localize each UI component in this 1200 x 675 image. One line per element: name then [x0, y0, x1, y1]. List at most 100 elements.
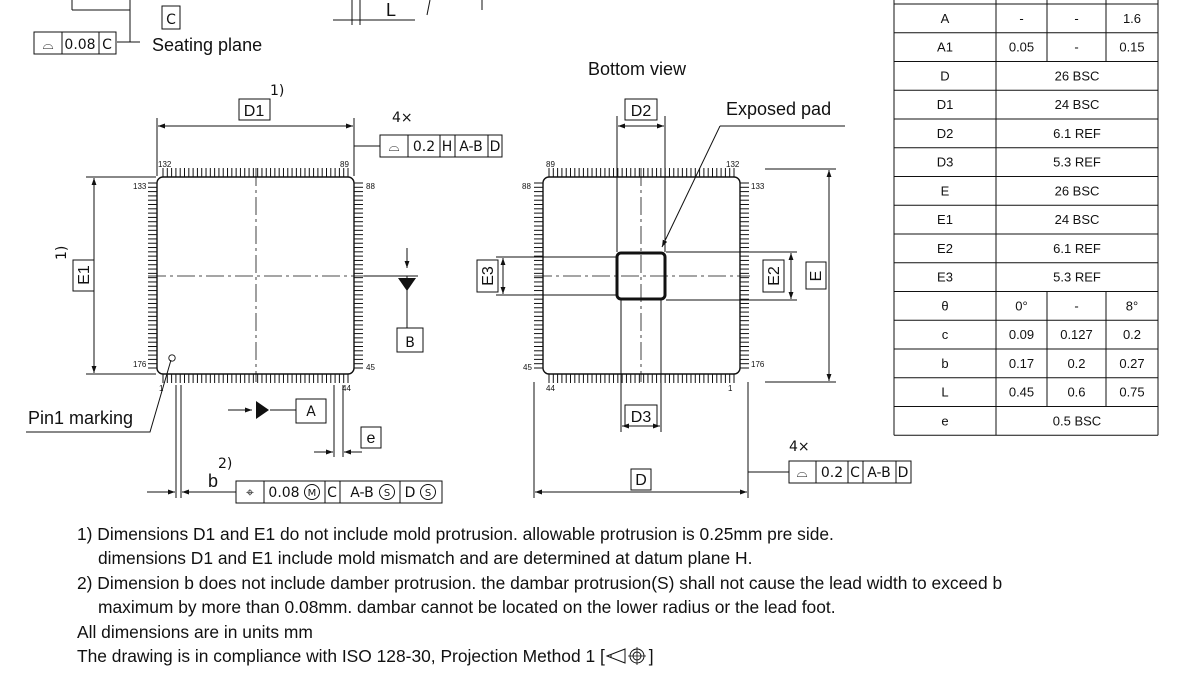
dim-d2-box	[624, 98, 658, 121]
table-cell: A	[941, 11, 950, 26]
bottom-view-title: Bottom view	[588, 59, 687, 79]
dim-e3-box	[476, 259, 499, 293]
bottom-view-body	[542, 176, 741, 375]
dim-e-total-label: E	[808, 271, 825, 282]
fcf-count-bottom: 4×	[789, 439, 810, 455]
dim-e-total-box	[805, 261, 827, 290]
table-cell: 0.17	[1009, 356, 1034, 371]
note-line-text: The drawing is in compliance with ISO 12…	[77, 646, 605, 667]
note-line-text: ]	[648, 646, 654, 667]
table-cell: 0.5 BSC	[1053, 413, 1101, 428]
fcf-surface-bottom	[748, 460, 912, 484]
seating-plane-label: Seating plane	[152, 35, 262, 55]
top-view-body	[156, 176, 355, 375]
table-cell: 24 BSC	[1055, 97, 1100, 112]
dim-e1-label: E1	[76, 265, 93, 285]
fcf-position-datum-mod: S	[425, 488, 431, 499]
side-view-fragment	[71, 0, 483, 43]
table-cell: 5.3 REF	[1053, 155, 1101, 170]
table-cell: θ	[941, 298, 948, 313]
fcf-bottom-datum: C	[850, 465, 860, 481]
note-line: The drawing is in compliance with ISO 12…	[77, 644, 1187, 668]
table-cell: 5.3 REF	[1053, 270, 1101, 285]
table-cell: 26 BSC	[1055, 68, 1100, 83]
dim-d2-label: D2	[631, 103, 652, 120]
table-cell: L	[941, 385, 948, 400]
table-cell: 6.1 REF	[1053, 241, 1101, 256]
pin-label: 1	[728, 384, 733, 393]
datum-a-label: A	[306, 404, 316, 420]
fcf-flatness-datum: C	[102, 37, 112, 53]
fcf-count: 4×	[392, 110, 413, 126]
table-cell: 1.6	[1123, 11, 1141, 26]
fcf-bottom-tol: 0.2	[821, 465, 843, 481]
table-cell: 0.2	[1067, 356, 1085, 371]
table-cell: e	[941, 413, 948, 428]
pin-label: 132	[726, 160, 740, 169]
table-cell: 0.75	[1119, 385, 1144, 400]
table-cell: 0.6	[1067, 385, 1085, 400]
fcf-position-b	[235, 480, 443, 504]
table-cell: 24 BSC	[1055, 212, 1100, 227]
table-cell: 0.27	[1119, 356, 1144, 371]
table-cell: E3	[937, 270, 953, 285]
exposed-pad-label: Exposed pad	[726, 99, 831, 119]
dim-d1-box	[238, 98, 271, 121]
pin-label: 89	[340, 160, 349, 169]
footnote-2-marker: 2)	[218, 456, 232, 472]
dim-d-box	[630, 468, 652, 491]
bottom-view	[534, 168, 750, 383]
fcf-position-datum: C	[327, 485, 337, 501]
dim-l-label: L	[386, 0, 396, 20]
projection-method-icon	[605, 647, 646, 666]
top-view	[148, 168, 364, 383]
table-cell: 0.15	[1119, 40, 1144, 55]
dim-d3-box	[624, 404, 658, 427]
table-cell: b	[941, 356, 948, 371]
drawing-notes: 1) Dimensions D1 and E1 do not include m…	[77, 522, 1187, 668]
pin-label: 1	[159, 384, 164, 393]
datum-b-label: B	[405, 335, 415, 351]
pin-label: 133	[133, 182, 147, 191]
note-line: dimensions D1 and E1 include mold mismat…	[98, 548, 753, 569]
fcf-surface-tol: 0.2	[413, 139, 435, 155]
table-cell: D1	[937, 97, 954, 112]
pin-label: 176	[751, 360, 765, 369]
pin-label: 133	[751, 182, 765, 191]
table-cell: -	[1074, 298, 1078, 313]
fcf-position-symbol: ⌖	[246, 485, 254, 501]
table-cell: 0.09	[1009, 327, 1034, 342]
table-cell: 8°	[1126, 298, 1138, 313]
table-cell: 0°	[1015, 298, 1027, 313]
note-line: 2) Dimension b does not include damber p…	[77, 572, 1003, 593]
fcf-position-mod: M	[308, 488, 317, 499]
fcf-flatness-symbol: ⌓	[42, 37, 53, 53]
fcf-flatness-c	[33, 31, 117, 55]
table-cell: A1	[937, 40, 953, 55]
pin-label: 88	[366, 182, 375, 191]
fcf-position-tol: 0.08	[268, 485, 299, 501]
fcf-flatness-tol: 0.08	[64, 37, 95, 53]
fcf-surface-top	[354, 134, 503, 158]
fcf-position-datum: A-B	[350, 485, 373, 501]
fcf-surface-datum: D	[490, 139, 501, 155]
exposed-pad	[615, 251, 667, 301]
pin1-marking-label: Pin1 marking	[28, 408, 133, 428]
pin-label: 45	[366, 363, 375, 372]
table-cell: E1	[937, 212, 953, 227]
dim-e-label: e	[367, 430, 376, 447]
fcf-bottom-datum: D	[898, 465, 909, 481]
dim-d1-label: D1	[244, 103, 265, 120]
table-cell: 0.05	[1009, 40, 1034, 55]
fcf-surface-symbol: ⌓	[388, 139, 399, 155]
pin-label: 176	[133, 360, 147, 369]
fcf-surface-datum: A-B	[459, 139, 482, 155]
note-line: 1) Dimensions D1 and E1 do not include m…	[77, 524, 834, 544]
table-cell: 0.2	[1123, 327, 1141, 342]
dim-e-box	[360, 426, 382, 449]
footnote-1-marker-e1: 1)	[54, 246, 70, 260]
fcf-position-datum: D	[405, 485, 416, 501]
table-cell: D	[940, 68, 949, 83]
note-line: maximum by more than 0.08mm. dambar cann…	[98, 597, 836, 618]
table-cell: 0.45	[1009, 385, 1034, 400]
